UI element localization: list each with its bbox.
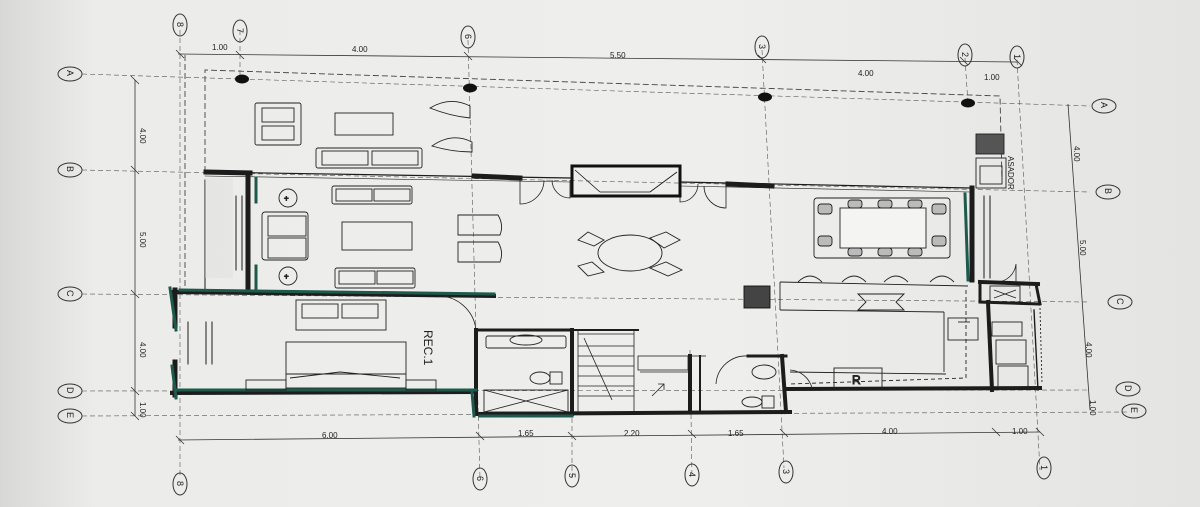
column-marker xyxy=(961,98,975,108)
column-marker xyxy=(463,83,477,93)
dim-bottom-5: 1.00 xyxy=(1012,427,1028,436)
dim-left-3: 1.00 xyxy=(138,402,147,418)
dim-bottom-0: 6.00 xyxy=(322,431,338,440)
dim-top-3: 4.00 xyxy=(858,69,874,78)
fridge-label: R xyxy=(852,373,861,387)
row-label-d-right: D xyxy=(1123,385,1133,392)
col-label-top-1: 1 xyxy=(1012,54,1022,59)
svg-text:+: + xyxy=(284,272,289,281)
service-strip xyxy=(975,133,1043,389)
row-label-d: D xyxy=(65,387,75,394)
row-label-e: E xyxy=(65,412,75,418)
grill-label: ASADOR xyxy=(1006,156,1015,190)
living-furniture: + + xyxy=(261,185,503,289)
terrace-furniture xyxy=(254,101,473,169)
col-label-top-6: 6 xyxy=(463,34,473,39)
dim-top-4: 1.00 xyxy=(984,73,1000,82)
row-label-a-right: A xyxy=(1099,102,1109,108)
col-label-top-8: 8 xyxy=(175,22,185,27)
dimension-lines xyxy=(130,49,1091,445)
central-feature xyxy=(570,164,682,198)
dim-left-1: 5.00 xyxy=(138,232,147,248)
row-label-c-right: C xyxy=(1115,298,1125,305)
row-label-b: B xyxy=(65,166,75,172)
col-label-bottom-1: 1 xyxy=(1039,465,1049,470)
col-label-bottom-8: 8 xyxy=(175,481,185,486)
dim-right-2: 4.00 xyxy=(1084,342,1093,358)
svg-text:+: + xyxy=(284,194,289,203)
row-label-e-right: E xyxy=(1129,407,1139,413)
dim-bottom-1: 1.65 xyxy=(518,429,534,438)
col-label-bottom-6: 6 xyxy=(475,476,485,481)
dim-right-0: 4.00 xyxy=(1072,146,1081,162)
dim-top-2: 5.50 xyxy=(610,51,626,60)
dim-bottom-4: 4.00 xyxy=(882,427,898,436)
dim-right-1: 5.00 xyxy=(1078,240,1087,256)
kitchen: R xyxy=(743,281,979,391)
bottom-dimension-text: 6.00 1.65 2.20 1.65 4.00 1.00 xyxy=(322,427,1028,440)
grid-bubble-labels: A B C D E A B C D E 8 7 6 3 2 1 8 6 5 4 … xyxy=(65,22,1139,486)
column-marker xyxy=(235,74,249,84)
window-bay-fill xyxy=(205,178,233,278)
dim-left-0: 4.00 xyxy=(138,128,147,144)
col-label-bottom-4: 4 xyxy=(687,472,697,477)
col-label-top-7: 7 xyxy=(235,28,245,33)
terrace-columns xyxy=(235,74,975,108)
col-label-top-2: 2 xyxy=(960,52,970,57)
col-label-bottom-5: 5 xyxy=(567,473,577,478)
dim-bottom-3: 1.65 xyxy=(728,429,744,438)
row-label-c: C xyxy=(65,290,75,297)
dim-bottom-2: 2.20 xyxy=(624,429,640,438)
room-label-rec1: REC.1 xyxy=(421,330,435,366)
left-dimension-text: 4.00 5.00 4.00 1.00 xyxy=(138,128,147,418)
right-dimension-text: 4.00 5.00 4.00 1.00 xyxy=(1072,146,1097,416)
grid-bubbles xyxy=(57,13,1147,496)
stairs xyxy=(577,330,706,412)
large-dining-table xyxy=(813,197,951,259)
col-label-top-3: 3 xyxy=(757,44,767,49)
top-dimension-text: 1.00 4.00 5.50 4.00 1.00 xyxy=(212,43,1000,82)
dim-top-1: 4.00 xyxy=(352,45,368,54)
dim-top-0: 1.00 xyxy=(212,43,228,52)
bedroom-furniture xyxy=(245,299,437,391)
row-label-b-right: B xyxy=(1103,188,1113,194)
bar-stools xyxy=(797,275,955,283)
col-label-bottom-3: 3 xyxy=(781,469,791,474)
dim-right-3: 1.00 xyxy=(1088,400,1097,416)
row-label-a: A xyxy=(65,70,75,76)
doors xyxy=(437,179,1017,389)
column-marker xyxy=(758,92,772,102)
exterior-walls xyxy=(169,169,1043,417)
round-dining-table xyxy=(577,231,684,277)
bathrooms xyxy=(483,334,777,413)
dim-left-2: 4.00 xyxy=(138,342,147,358)
